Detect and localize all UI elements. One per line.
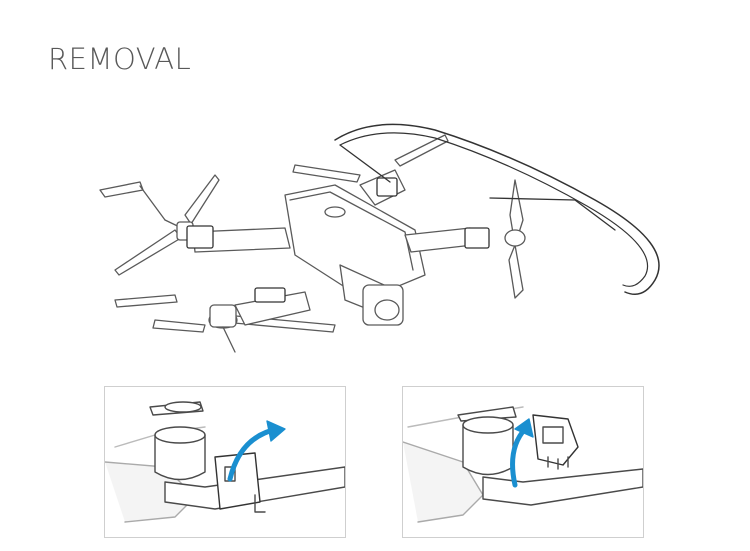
step-one-panel [104,386,346,538]
drone-with-propeller-guard-icon [99,123,660,353]
guard-clip-lift-icon [403,406,643,523]
page-title: REMOVAL [48,42,192,76]
guard-clip-rotate-icon [105,401,345,523]
step-two-panel [402,386,644,538]
